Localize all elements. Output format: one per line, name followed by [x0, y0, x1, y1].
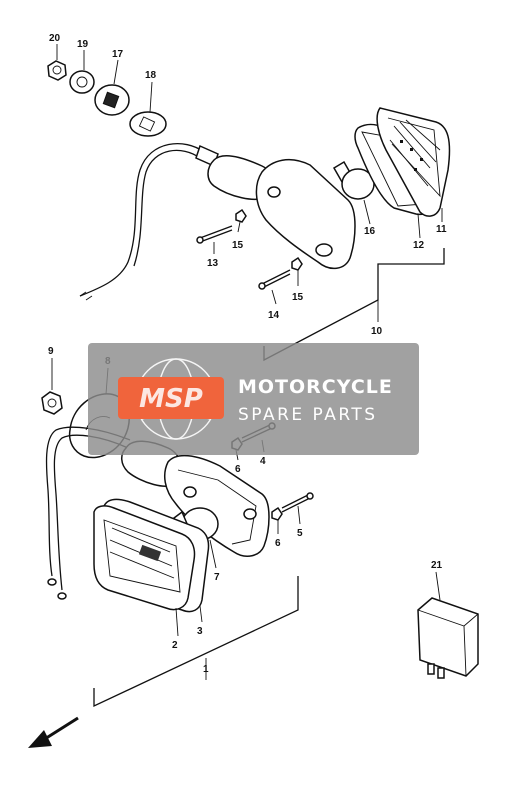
callout-15a: 15	[232, 240, 244, 251]
callout-18: 18	[145, 70, 157, 81]
callout-5: 5	[297, 528, 303, 539]
washer-15a	[235, 208, 247, 223]
lens-11	[376, 107, 451, 217]
lamp-housing-upper	[255, 158, 356, 270]
plate-18	[129, 111, 167, 137]
nut-9	[41, 391, 63, 415]
screw-5	[281, 492, 314, 513]
callout-6b: 6	[275, 538, 281, 549]
callout-14: 14	[268, 310, 280, 321]
callout-2: 2	[172, 640, 178, 651]
bushing-17	[94, 84, 130, 116]
washer-15b	[291, 256, 303, 271]
callout-13: 13	[207, 258, 219, 269]
callout-16: 16	[364, 226, 376, 237]
callout-21: 21	[431, 560, 443, 571]
callout-17: 17	[112, 49, 124, 60]
callout-4: 4	[260, 456, 266, 467]
lens-2	[93, 505, 196, 611]
watermark: MSP MOTORCYCLE SPARE PARTS	[88, 343, 419, 455]
screw-13	[196, 225, 233, 244]
callout-11: 11	[436, 224, 447, 235]
flasher-relay-21	[417, 571, 479, 679]
callout-15b: 15	[292, 292, 304, 303]
washer-6b	[271, 506, 283, 521]
msp-logo-text: MSP	[139, 384, 203, 414]
front-arrow-icon	[28, 716, 79, 748]
callout-9: 9	[48, 346, 54, 357]
washer-19	[69, 70, 95, 94]
watermark-line2: SPARE PARTS	[238, 405, 378, 425]
callout-3: 3	[197, 626, 203, 637]
callout-1: 1	[203, 664, 209, 675]
callout-10: 10	[371, 326, 383, 337]
callout-12: 12	[413, 240, 425, 251]
watermark-line1: MOTORCYCLE	[238, 376, 393, 398]
nut-20	[47, 60, 67, 81]
msp-logo-badge	[118, 377, 224, 419]
callout-20: 20	[49, 33, 61, 44]
callout-7: 7	[214, 572, 220, 583]
screw-14	[258, 269, 291, 290]
lamp-housing-lower	[163, 454, 270, 558]
watermark-band	[88, 343, 419, 455]
callout-19: 19	[77, 39, 89, 50]
rear-turn-signal-assembly	[47, 44, 451, 362]
callout-labels: 20 19 17 18 16 12 11 15 13 15 14 10 9 8 …	[48, 33, 447, 675]
callout-6a: 6	[235, 464, 241, 475]
